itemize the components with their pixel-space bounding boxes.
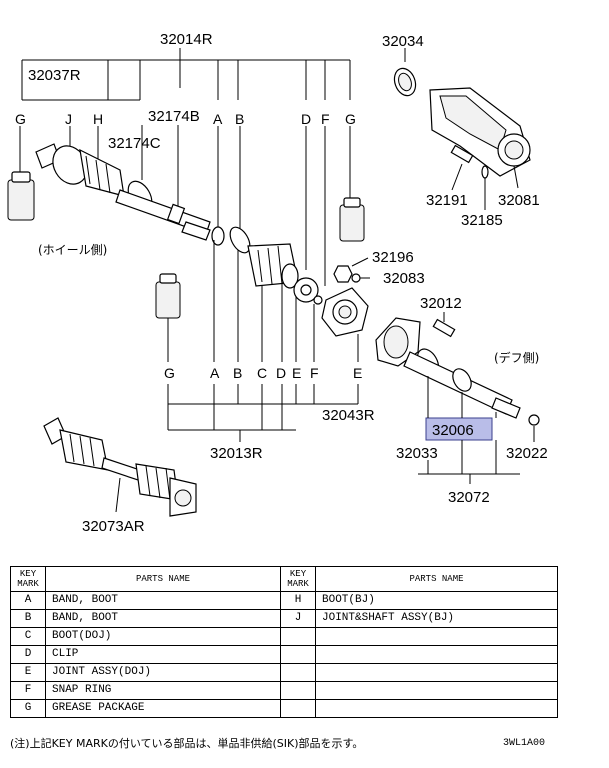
label-32034: 32034 <box>382 33 424 50</box>
table-row: C BOOT(DOJ) <box>10 627 558 646</box>
label-32012: 32012 <box>420 295 462 312</box>
bottom-key-c: C <box>257 365 267 381</box>
table-row: F SNAP RING <box>10 681 558 700</box>
key-cell: E <box>10 663 46 682</box>
key-cell: F <box>10 681 46 700</box>
label-32037R: 32037R <box>28 67 81 84</box>
wheel-side-label: (ホイール側) <box>38 243 107 257</box>
bottom-key-d: D <box>276 365 286 381</box>
key-cell: A <box>10 591 46 610</box>
top-key-a: A <box>213 111 223 127</box>
top-key-g-left: G <box>15 111 26 127</box>
header-parts-name-1: PARTS NAME <box>45 566 281 592</box>
parts-key-table: KEY MARK PARTS NAME KEY MARK PARTS NAME … <box>10 566 558 718</box>
key-cell: B <box>10 609 46 628</box>
header-parts-name-2: PARTS NAME <box>315 566 558 592</box>
bottom-key-b: B <box>233 365 242 381</box>
label-32081: 32081 <box>498 192 540 209</box>
name-cell: BAND, BOOT <box>45 591 281 610</box>
name-cell <box>315 627 558 646</box>
key-cell: G <box>10 699 46 718</box>
name-cell <box>315 699 558 718</box>
key-cell <box>280 699 316 718</box>
header-key-mark-2: KEY MARK <box>280 566 316 592</box>
label-32083: 32083 <box>383 270 425 287</box>
label-32196: 32196 <box>372 249 414 266</box>
name-cell: CLIP <box>45 645 281 664</box>
key-cell: J <box>280 609 316 628</box>
key-cell <box>280 681 316 700</box>
label-32033: 32033 <box>396 445 438 462</box>
label-32191: 32191 <box>426 192 468 209</box>
bracket-32072 <box>418 376 535 484</box>
footnote: (注)上記KEY MARKの付いている部品は、単品非供給(SIK)部品を示す。 <box>10 737 364 750</box>
bottom-key-e-right: E <box>353 365 362 381</box>
top-key-g-right: G <box>345 111 356 127</box>
top-key-d: D <box>301 111 311 127</box>
bottom-key-g: G <box>164 365 175 381</box>
exploded-parts-diagram: 32014R 32037R 32174B 32174C G J H A B D … <box>7 31 548 535</box>
label-32043R: 32043R <box>322 407 375 424</box>
complete-shaft-assembly <box>43 417 197 517</box>
name-cell: BAND, BOOT <box>45 609 281 628</box>
label-32006: 32006 <box>432 422 474 439</box>
name-cell: GREASE PACKAGE <box>45 699 281 718</box>
table-row: D CLIP <box>10 645 558 664</box>
name-cell <box>315 681 558 700</box>
label-32014R: 32014R <box>160 31 213 48</box>
axle-housing <box>393 67 531 179</box>
name-cell: BOOT(DOJ) <box>45 627 281 646</box>
bottom-bracket-lines <box>155 240 359 442</box>
name-cell: SNAP RING <box>45 681 281 700</box>
label-32073AR: 32073AR <box>82 518 145 535</box>
diagram-code: 3WL1A00 <box>503 738 546 749</box>
key-cell <box>280 627 316 646</box>
name-cell <box>315 645 558 664</box>
label-32072: 32072 <box>448 489 490 506</box>
key-cell: D <box>10 645 46 664</box>
top-key-f: F <box>321 111 330 127</box>
nut-and-washer <box>333 265 361 283</box>
top-key-j: J <box>65 111 72 127</box>
key-cell: C <box>10 627 46 646</box>
label-32185: 32185 <box>461 212 503 229</box>
joint-housing <box>321 287 369 337</box>
label-32174C: 32174C <box>108 135 161 152</box>
table-row: E JOINT ASSY(DOJ) <box>10 663 558 682</box>
table-row: A BAND, BOOT H BOOT(BJ) <box>10 591 558 610</box>
key-cell <box>280 645 316 664</box>
upper-drive-shaft <box>7 143 365 305</box>
key-cell <box>280 663 316 682</box>
label-32022: 32022 <box>506 445 548 462</box>
top-key-h: H <box>93 111 103 127</box>
header-key-mark-1: KEY MARK <box>10 566 46 592</box>
table-row: B BAND, BOOT J JOINT&SHAFT ASSY(BJ) <box>10 609 558 628</box>
table-header-row: KEY MARK PARTS NAME KEY MARK PARTS NAME <box>10 566 558 592</box>
bottom-key-e: E <box>292 365 301 381</box>
name-cell <box>315 663 558 682</box>
label-32174B: 32174B <box>148 108 200 125</box>
highlight-32006 <box>425 417 493 441</box>
bottom-key-f: F <box>310 365 319 381</box>
flange-shaft <box>375 317 540 426</box>
name-cell: JOINT ASSY(DOJ) <box>45 663 281 682</box>
bottom-key-a: A <box>210 365 220 381</box>
table-row: G GREASE PACKAGE <box>10 699 558 718</box>
name-cell: JOINT&SHAFT ASSY(BJ) <box>315 609 558 628</box>
label-32013R: 32013R <box>210 445 263 462</box>
diff-side-label: (デフ側) <box>494 350 539 365</box>
name-cell: BOOT(BJ) <box>315 591 558 610</box>
key-cell: H <box>280 591 316 610</box>
top-key-b: B <box>235 111 244 127</box>
